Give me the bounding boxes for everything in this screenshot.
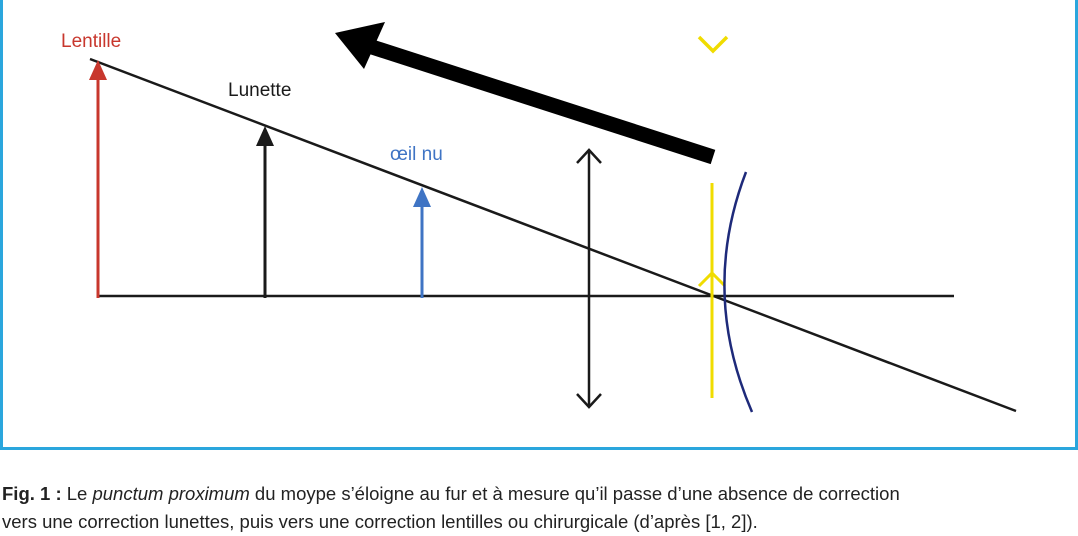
caption-line-1: Fig. 1 : Le punctum proximum du moype s’… [2,480,1076,508]
figure-caption: Fig. 1 : Le punctum proximum du moype s’… [2,480,1076,532]
caption-line-2: vers une correction lunettes, puis vers … [2,511,758,532]
optics-diagram: Lentille Lunette œil nu [61,22,1017,413]
figure-frame [0,0,1078,450]
caption-text-before: Le [61,483,93,504]
lentille-label: Lentille [61,31,121,52]
lentille-arrow [89,60,107,298]
cornea-curve [723,171,754,413]
eye-chevron-icon [697,35,729,54]
caption-label: Fig. 1 : [2,483,62,504]
eye-marker [697,183,727,398]
caption-italic-term: punctum proximum [92,483,250,504]
lens-double-arrow [576,148,602,409]
caption-text-line1: du moype s’éloigne au fur et à mesure qu… [249,483,900,504]
oblique-ray [89,57,1017,413]
oeil-nu-arrow [413,187,431,298]
lunette-arrow [256,126,274,298]
lunette-label: Lunette [228,80,291,101]
oeil-nu-label: œil nu [390,144,443,165]
direction-arrow [335,22,716,165]
